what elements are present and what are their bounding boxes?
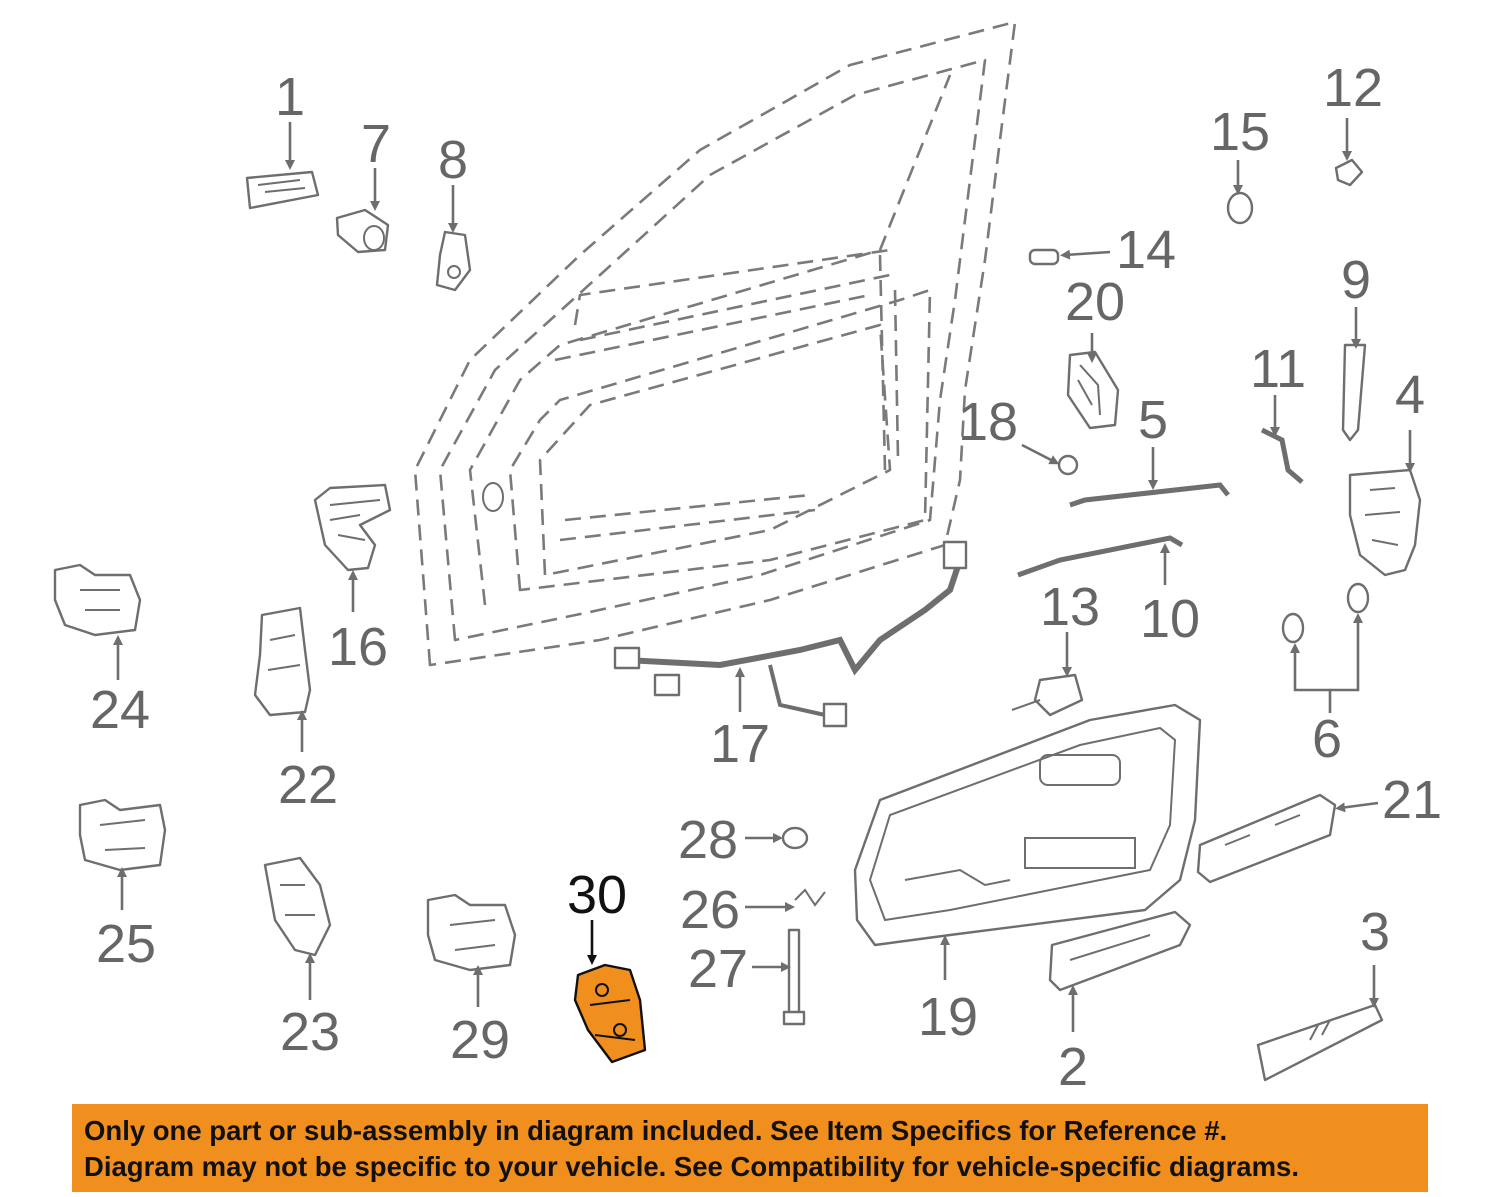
part-4-latch <box>1348 468 1422 577</box>
part-21-switch-bezel <box>1196 793 1337 884</box>
part-11-rod <box>1260 427 1304 484</box>
part-10-rod <box>1017 535 1184 578</box>
part-29-hinge <box>426 893 517 972</box>
callout-10: 10 <box>1140 589 1200 649</box>
part-8-bracket <box>435 230 472 292</box>
callout-24: 24 <box>90 680 150 740</box>
callout-15: 15 <box>1210 102 1270 162</box>
callout-29: 29 <box>450 1010 510 1070</box>
callout-11: 11 <box>1250 339 1306 399</box>
callout-9: 9 <box>1341 250 1371 310</box>
callout-6: 6 <box>1312 709 1342 769</box>
part-16-boot <box>313 483 392 572</box>
callout-21: 21 <box>1382 770 1442 830</box>
callout-7: 7 <box>361 114 391 174</box>
callout-19: 19 <box>918 987 978 1047</box>
part-17-wiring-harness <box>613 540 968 728</box>
callout-8: 8 <box>438 130 468 190</box>
callout-12: 12 <box>1323 58 1383 118</box>
part-19-trim-panel <box>853 703 1202 947</box>
callout-26: 26 <box>680 880 740 940</box>
part-13-switch <box>1011 673 1084 717</box>
part-18-clip <box>1057 454 1079 476</box>
part-25-hinge <box>78 798 167 872</box>
part-27-bolt <box>782 928 806 1026</box>
callout-labels: 1 2 3 4 5 6 7 8 9 10 11 12 13 14 15 16 1… <box>90 58 1442 1097</box>
callout-14: 14 <box>1116 220 1176 280</box>
callout-18: 18 <box>958 392 1018 452</box>
part-6-clips <box>1281 582 1370 644</box>
callout-27: 27 <box>688 939 748 999</box>
part-24-hinge <box>53 563 142 637</box>
callout-3: 3 <box>1360 902 1390 962</box>
callout-22: 22 <box>278 755 338 815</box>
part-7-lock-cylinder <box>335 208 390 254</box>
callout-20: 20 <box>1065 272 1125 332</box>
part-3-switch-plate <box>1256 1003 1384 1082</box>
callout-13: 13 <box>1040 577 1100 637</box>
callout-25: 25 <box>96 914 156 974</box>
part-22-hinge <box>253 606 312 717</box>
callout-4: 4 <box>1395 365 1425 425</box>
callout-5: 5 <box>1138 390 1168 450</box>
part-9-rod <box>1341 343 1367 442</box>
part-20-handle-housing <box>1066 350 1120 430</box>
part-2-armrest <box>1048 910 1192 992</box>
callout-1: 1 <box>275 67 305 127</box>
part-15-grommet <box>1226 191 1254 225</box>
callout-28: 28 <box>678 810 738 870</box>
part-23-hinge <box>263 856 332 957</box>
part-5-rod <box>1069 482 1230 508</box>
callout-2: 2 <box>1058 1037 1088 1097</box>
leader-arrows <box>113 118 1415 1032</box>
callout-23: 23 <box>280 1002 340 1062</box>
part-1-inside-handle <box>245 170 320 210</box>
callout-30: 30 <box>567 865 627 925</box>
part-26-spring <box>794 888 826 907</box>
notice-line-1: Only one part or sub-assembly in diagram… <box>84 1115 1228 1146</box>
part-28-bumper <box>781 826 809 850</box>
part-14-screw <box>1028 248 1060 266</box>
part-12-clip <box>1334 158 1364 187</box>
door-outline <box>413 20 1017 667</box>
callout-17: 17 <box>710 714 770 774</box>
part-30-highlighted <box>573 963 647 1064</box>
callout-16: 16 <box>328 617 388 677</box>
notice-banner: Only one part or sub-assembly in diagram… <box>72 1104 1428 1192</box>
notice-line-2: Diagram may not be specific to your vehi… <box>84 1151 1299 1182</box>
